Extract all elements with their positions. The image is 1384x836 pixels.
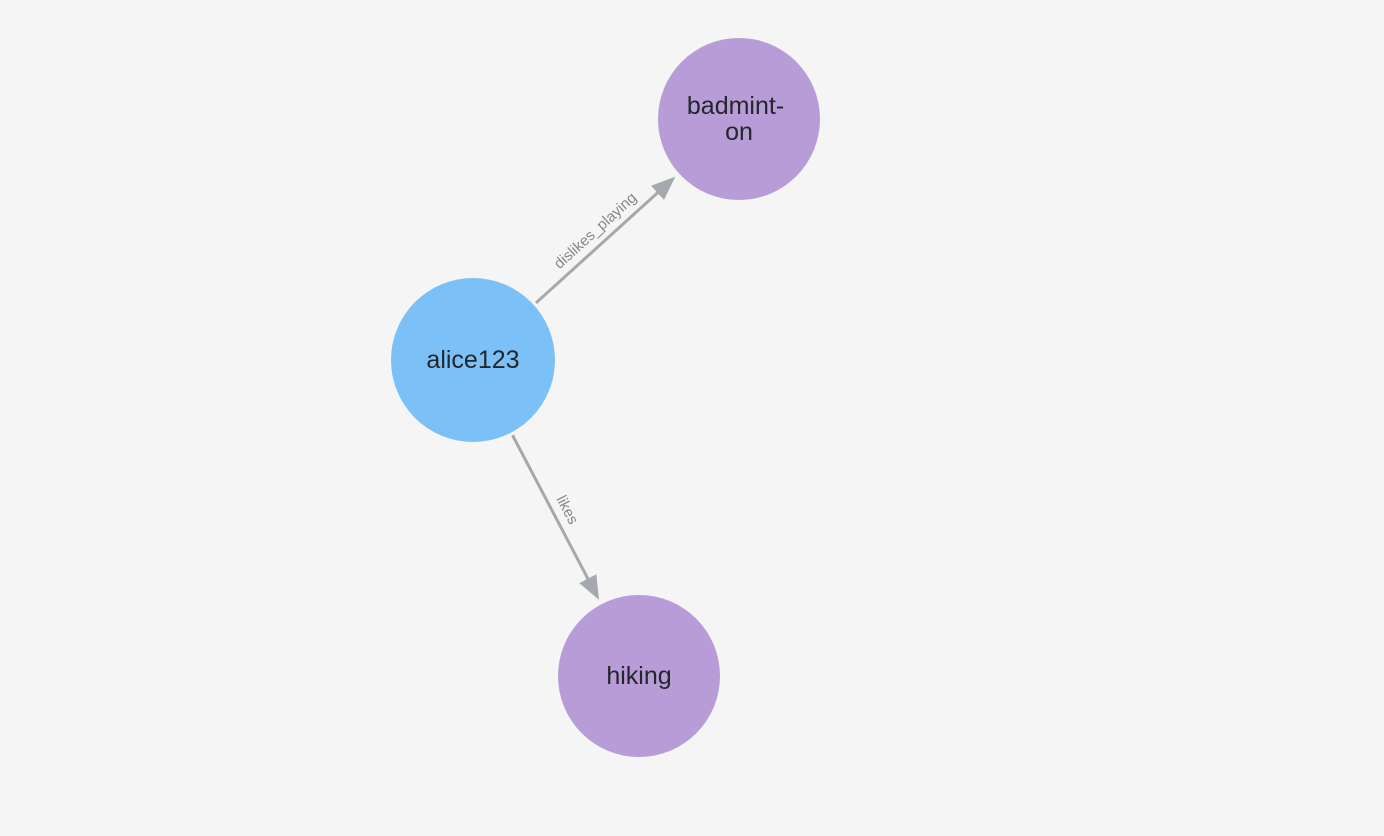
edge-dislikes-playing[interactable]: dislikes_playing [534,176,676,305]
edge-likes[interactable]: likes [511,434,600,600]
node-circle [658,38,820,200]
node-hiking[interactable]: hiking [558,595,720,757]
edge-label: dislikes_playing [551,189,640,272]
node-alice123[interactable]: alice123 [391,278,555,442]
node-badminton[interactable]: badmint- on [658,38,820,200]
edge-line [534,176,676,305]
node-circle [558,595,720,757]
node-circle [391,278,555,442]
edge-line [511,434,600,600]
